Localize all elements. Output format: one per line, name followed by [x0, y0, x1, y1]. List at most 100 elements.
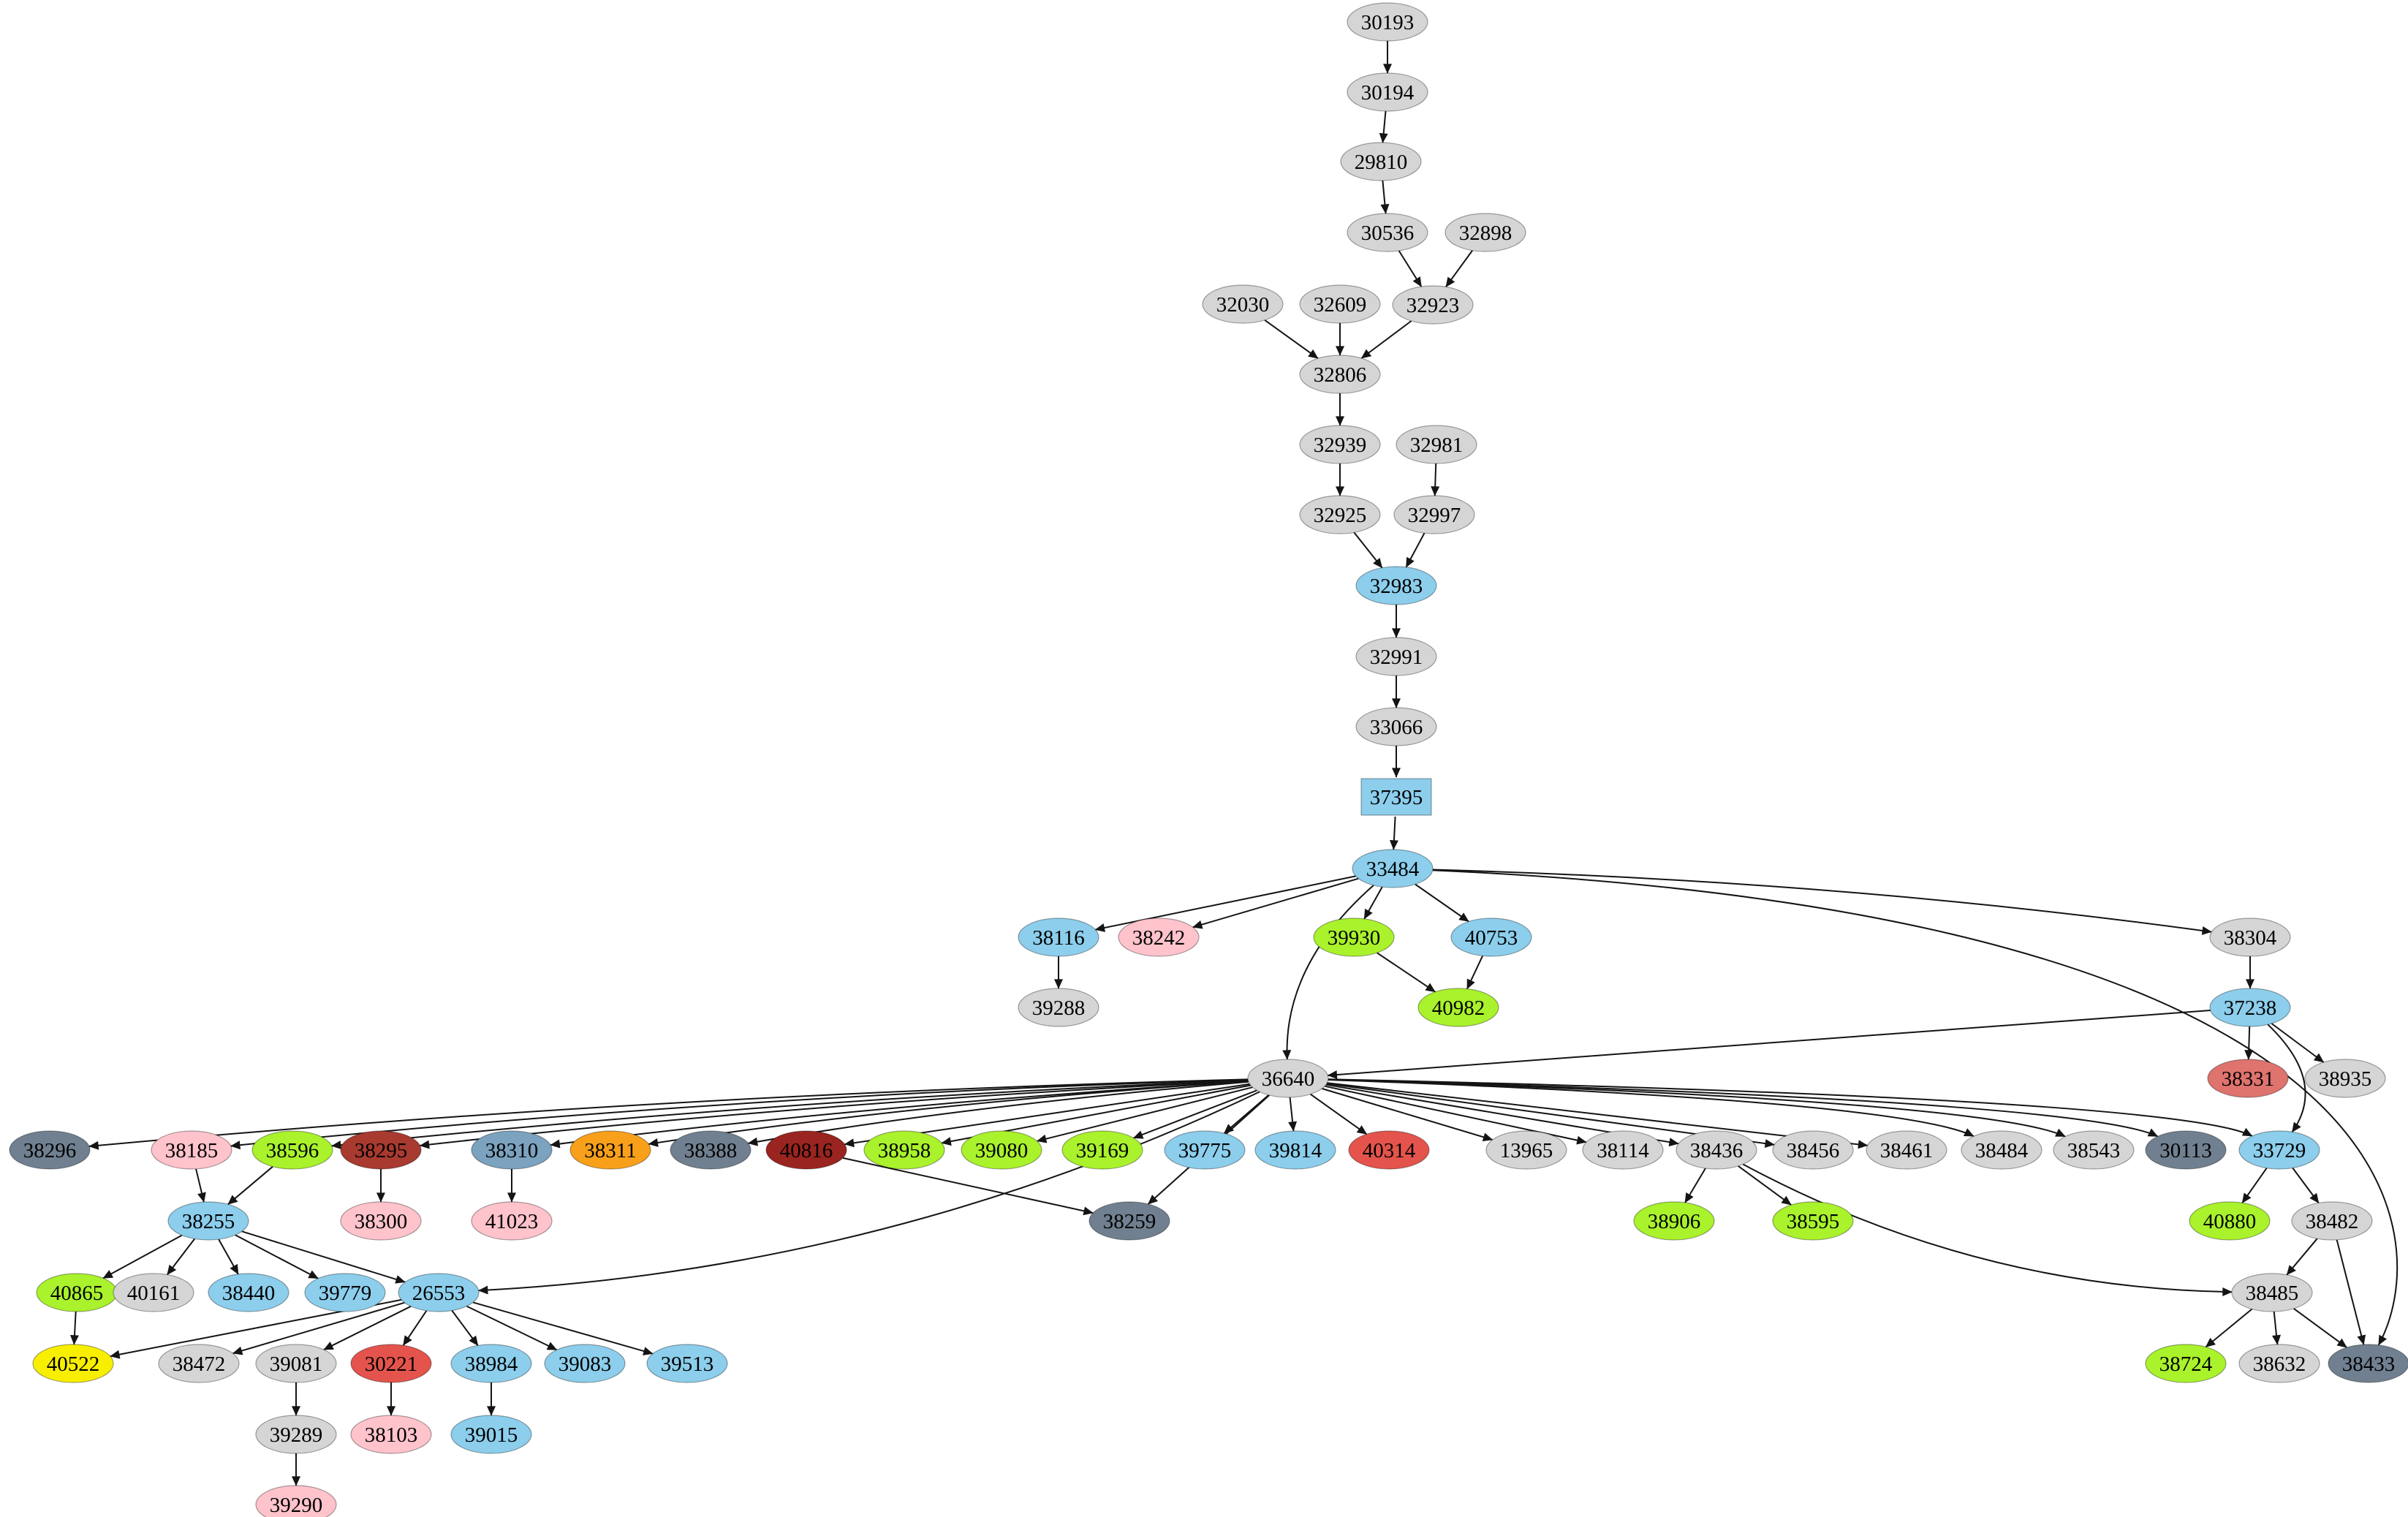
node-label-39814: 39814	[1269, 1139, 1322, 1162]
node-label-38724: 38724	[2159, 1353, 2213, 1376]
node-32925: 32925	[1299, 495, 1381, 534]
edge-38436-38485	[1742, 1163, 2233, 1297]
edge-30194-29810	[1379, 110, 1388, 143]
node-ellipse-38255	[167, 1201, 249, 1241]
node-label-39930: 39930	[1328, 926, 1381, 950]
node-ellipse-38300	[340, 1201, 422, 1241]
node-label-39775: 39775	[1178, 1139, 1232, 1162]
node-label-38295: 38295	[355, 1139, 408, 1162]
node-label-13965: 13965	[1500, 1139, 1553, 1162]
node-ellipse-32609	[1299, 284, 1381, 324]
node-ellipse-39288	[1018, 988, 1099, 1027]
edge-37395-33484	[1389, 816, 1398, 850]
node-label-30193: 30193	[1361, 11, 1415, 34]
edge-32925-32983	[1353, 531, 1383, 569]
edge-40865-40522	[69, 1311, 79, 1345]
node-39015: 39015	[450, 1415, 532, 1454]
node-label-32609: 32609	[1314, 293, 1367, 317]
node-label-32898: 32898	[1459, 222, 1512, 245]
node-label-32997: 32997	[1408, 504, 1461, 527]
node-39288: 39288	[1018, 988, 1099, 1027]
node-label-38311: 38311	[584, 1139, 636, 1162]
node-39169: 39169	[1061, 1130, 1143, 1170]
node-ellipse-29810	[1340, 142, 1422, 181]
node-label-38543: 38543	[2067, 1139, 2121, 1162]
node-38456: 38456	[1772, 1130, 1854, 1170]
node-ellipse-39779	[304, 1273, 386, 1312]
node-38255: 38255	[167, 1201, 249, 1241]
node-38296: 38296	[9, 1130, 91, 1170]
node-30113: 30113	[2145, 1130, 2227, 1170]
node-32991: 32991	[1355, 637, 1437, 676]
edge-33484-38304	[1432, 869, 2212, 935]
edge-38255-40865	[102, 1234, 183, 1279]
node-39513: 39513	[646, 1344, 728, 1383]
edge-26553-39513	[472, 1301, 654, 1355]
node-32030: 32030	[1202, 284, 1284, 324]
edge-36640-13965	[1322, 1088, 1493, 1142]
node-ellipse-39015	[450, 1415, 532, 1454]
node-box-37395	[1360, 778, 1432, 816]
node-label-32939: 32939	[1314, 434, 1367, 457]
node-38484: 38484	[1961, 1130, 2042, 1170]
node-ellipse-32925	[1299, 495, 1381, 534]
node-label-32991: 32991	[1370, 646, 1423, 669]
node-38310: 38310	[471, 1130, 553, 1170]
node-label-39779: 39779	[319, 1282, 372, 1305]
node-ellipse-39513	[646, 1344, 728, 1383]
node-30193: 30193	[1347, 2, 1428, 42]
node-label-32923: 32923	[1406, 294, 1460, 317]
node-label-32806: 32806	[1314, 363, 1367, 387]
node-30536: 30536	[1347, 213, 1428, 252]
node-label-32925: 32925	[1314, 504, 1367, 527]
node-ellipse-38296	[9, 1130, 91, 1170]
node-32983: 32983	[1355, 566, 1437, 605]
edge-33729-40880	[2241, 1168, 2268, 1203]
edge-32923-32806	[1360, 320, 1412, 359]
node-label-38482: 38482	[2306, 1210, 2359, 1233]
node-label-36640: 36640	[1262, 1067, 1315, 1091]
edge-38255-39779	[235, 1234, 319, 1279]
node-ellipse-38331	[2207, 1059, 2289, 1098]
node-ellipse-38595	[1772, 1201, 1854, 1241]
node-ellipse-38485	[2231, 1273, 2313, 1312]
node-ellipse-30113	[2145, 1130, 2227, 1170]
edge-26553-38472	[232, 1301, 405, 1355]
node-ellipse-38482	[2291, 1201, 2373, 1241]
node-ellipse-32983	[1355, 566, 1437, 605]
edge-37238-33729	[2267, 1024, 2306, 1132]
node-label-38433: 38433	[2342, 1353, 2396, 1376]
node-ellipse-30221	[350, 1344, 432, 1383]
node-38295: 38295	[340, 1130, 422, 1170]
node-ellipse-30536	[1347, 213, 1428, 252]
node-label-38388: 38388	[684, 1139, 738, 1162]
node-40865: 40865	[36, 1273, 118, 1312]
node-38300: 38300	[340, 1201, 422, 1241]
edge-32981-32997	[1431, 463, 1440, 496]
node-39289: 39289	[255, 1415, 337, 1454]
node-39814: 39814	[1254, 1130, 1336, 1170]
node-label-38259: 38259	[1103, 1210, 1156, 1233]
node-38436: 38436	[1676, 1130, 1757, 1170]
node-label-40982: 40982	[1432, 996, 1485, 1020]
node-label-33484: 33484	[1366, 858, 1420, 881]
node-ellipse-38596	[251, 1130, 333, 1170]
node-40522: 40522	[32, 1344, 114, 1383]
node-label-26553: 26553	[412, 1282, 466, 1305]
node-label-40753: 40753	[1465, 926, 1518, 950]
node-ellipse-38543	[2053, 1130, 2135, 1170]
edge-38436-38595	[1738, 1165, 1792, 1206]
edge-33484-36640	[1282, 885, 1374, 1060]
edge-30536-32923	[1398, 250, 1423, 287]
node-label-38255: 38255	[182, 1210, 235, 1233]
node-label-38116: 38116	[1032, 926, 1084, 950]
node-ellipse-26553	[398, 1273, 480, 1312]
node-38724: 38724	[2145, 1344, 2227, 1383]
node-38906: 38906	[1633, 1201, 1715, 1241]
node-ellipse-40880	[2189, 1201, 2271, 1241]
node-ellipse-38388	[670, 1130, 751, 1170]
node-ellipse-30193	[1347, 2, 1428, 42]
